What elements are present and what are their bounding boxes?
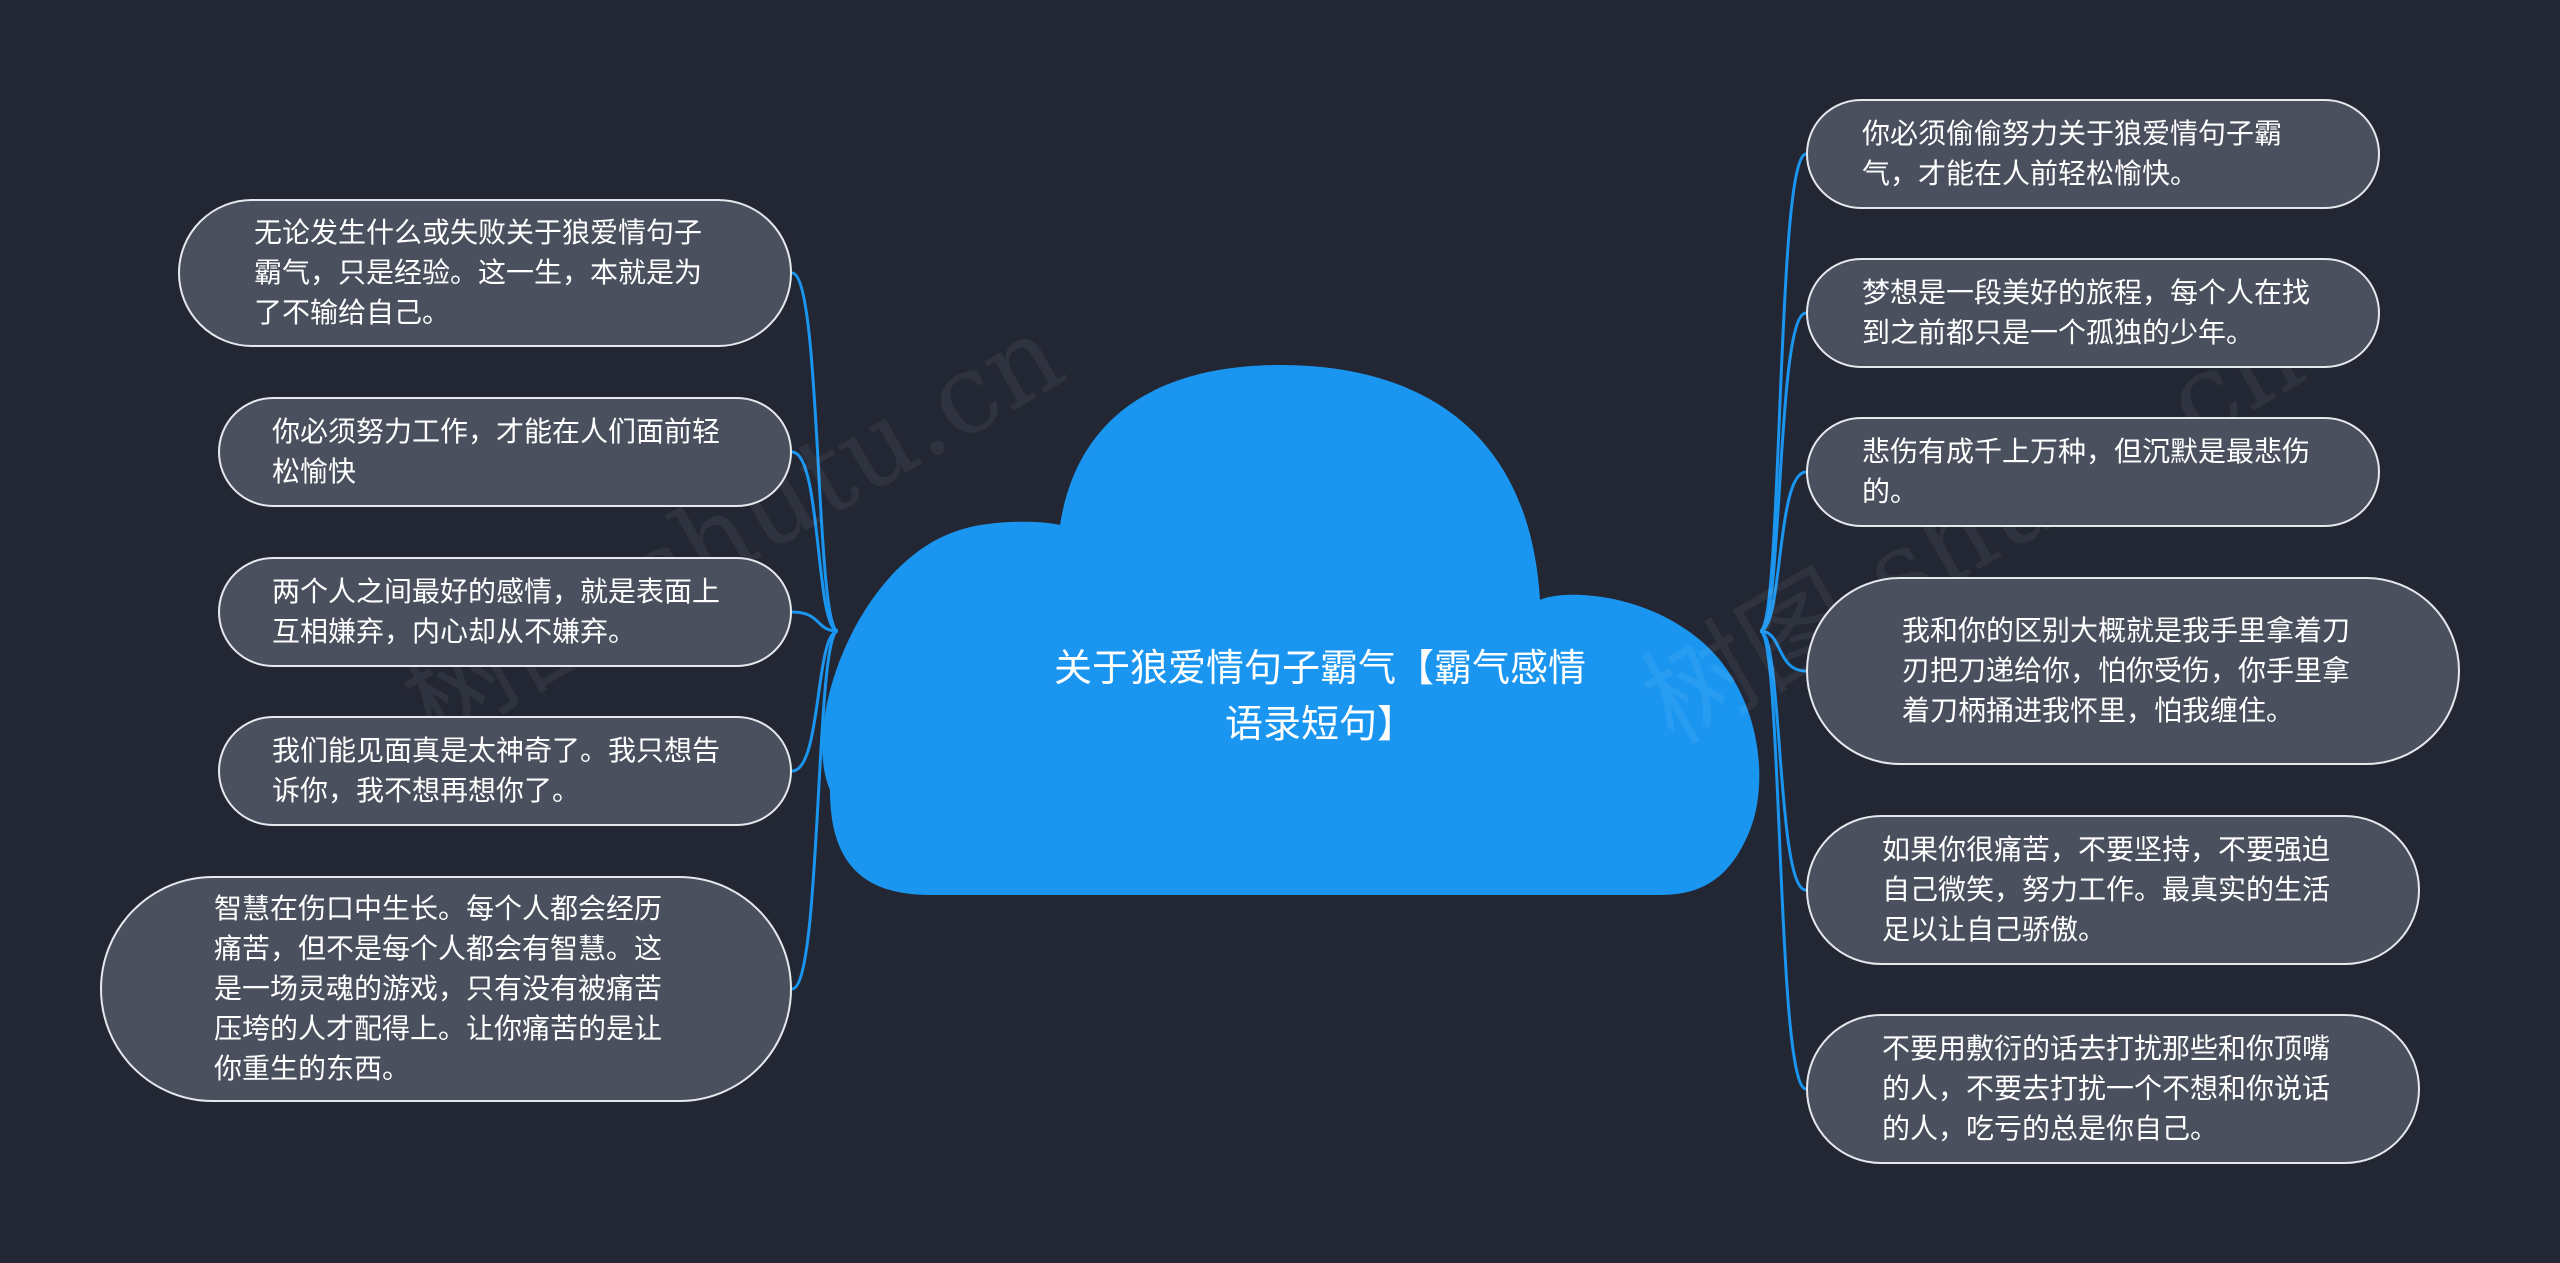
node-text: 悲伤有成千上万种，但沉默是最悲伤的。 bbox=[1862, 435, 2311, 508]
center-cloud-shape[interactable] bbox=[822, 365, 1760, 895]
left-node-1[interactable]: 你必须努力工作，才能在人们面前轻松愉快 bbox=[218, 397, 792, 507]
node-text: 如果你很痛苦，不要坚持，不要强迫自己微笑，努力工作。最真实的生活足以让自己骄傲。 bbox=[1882, 833, 2331, 946]
left-node-4[interactable]: 智慧在伤口中生长。每个人都会经历痛苦，但不是每个人都会有智慧。这是一场灵魂的游戏… bbox=[100, 876, 792, 1102]
right-node-5[interactable]: 不要用敷衍的话去打扰那些和你顶嘴的人，不要去打扰一个不想和你说话的人，吃亏的总是… bbox=[1806, 1014, 2420, 1164]
connector-left-3 bbox=[791, 629, 839, 773]
node-text: 梦想是一段美好的旅程，每个人在找到之前都只是一个孤独的少年。 bbox=[1862, 276, 2311, 349]
left-node-2[interactable]: 两个人之间最好的感情，就是表面上互相嫌弃，内心却从不嫌弃。 bbox=[218, 557, 792, 667]
connector-right-5 bbox=[1758, 629, 1807, 1091]
right-node-2[interactable]: 悲伤有成千上万种，但沉默是最悲伤的。 bbox=[1806, 417, 2380, 527]
connector-lines bbox=[791, 152, 1807, 1091]
node-text: 两个人之间最好的感情，就是表面上互相嫌弃，内心却从不嫌弃。 bbox=[272, 575, 721, 648]
connector-right-3 bbox=[1759, 629, 1807, 673]
connector-left-4 bbox=[791, 629, 840, 991]
connector-right-2 bbox=[1759, 470, 1807, 633]
node-text: 我和你的区别大概就是我手里拿着刀刃把刀递给你，怕你受伤，你手里拿着刀柄捅进我怀里… bbox=[1902, 614, 2351, 727]
right-node-1[interactable]: 梦想是一段美好的旅程，每个人在找到之前都只是一个孤独的少年。 bbox=[1806, 258, 2380, 368]
node-text: 不要用敷衍的话去打扰那些和你顶嘴的人，不要去打扰一个不想和你说话的人，吃亏的总是… bbox=[1882, 1032, 2331, 1145]
connector-left-1 bbox=[791, 450, 839, 633]
node-text: 智慧在伤口中生长。每个人都会经历痛苦，但不是每个人都会有智慧。这是一场灵魂的游戏… bbox=[214, 892, 663, 1085]
center-title[interactable]: 关于狼爱情句子霸气【霸气感情语录短句】 bbox=[1053, 646, 1586, 746]
connector-left-0 bbox=[791, 271, 840, 633]
node-text: 无论发生什么或失败关于狼爱情句子霸气，只是经验。这一生，本就是为了不输给自己。 bbox=[254, 216, 703, 329]
node-text: 你必须偷偷努力关于狼爱情句子霸气，才能在人前轻松愉快。 bbox=[1862, 117, 2283, 190]
connector-left-2 bbox=[791, 610, 839, 633]
left-node-0[interactable]: 无论发生什么或失败关于狼爱情句子霸气，只是经验。这一生，本就是为了不输给自己。 bbox=[178, 199, 792, 347]
node-text: 你必须努力工作，才能在人们面前轻松愉快 bbox=[272, 415, 721, 488]
right-node-0[interactable]: 你必须偷偷努力关于狼爱情句子霸气，才能在人前轻松愉快。 bbox=[1806, 99, 2380, 209]
right-node-4[interactable]: 如果你很痛苦，不要坚持，不要强迫自己微笑，努力工作。最真实的生活足以让自己骄傲。 bbox=[1806, 815, 2420, 965]
node-text: 我们能见面真是太神奇了。我只想告诉你，我不想再想你了。 bbox=[272, 734, 721, 807]
connector-right-1 bbox=[1759, 311, 1807, 633]
left-node-3[interactable]: 我们能见面真是太神奇了。我只想告诉你，我不想再想你了。 bbox=[218, 716, 792, 826]
connector-right-0 bbox=[1758, 152, 1807, 633]
right-node-3[interactable]: 我和你的区别大概就是我手里拿着刀刃把刀递给你，怕你受伤，你手里拿着刀柄捅进我怀里… bbox=[1806, 577, 2460, 765]
connector-right-4 bbox=[1759, 629, 1807, 892]
